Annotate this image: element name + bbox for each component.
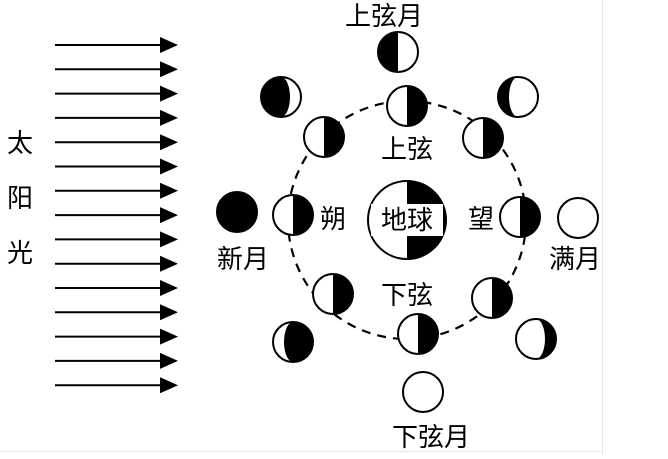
full-moon-appearance-label: 满月	[549, 245, 601, 275]
sun-ray	[55, 231, 178, 248]
sun-char-1: 太	[7, 129, 33, 159]
orbit-moon-1	[386, 85, 428, 127]
waning-crescent-moon-appearance	[272, 321, 314, 363]
appearance-moons	[216, 31, 599, 413]
new-moon-appearance	[216, 191, 258, 233]
new-moon-appearance-label: 新月	[217, 245, 269, 275]
orbit-moons	[272, 85, 541, 355]
orbit-moon-3	[499, 196, 541, 238]
waning-gibbous-moon-appearance	[515, 318, 557, 360]
sun-ray	[55, 377, 178, 394]
full-moon-appearance	[557, 197, 599, 239]
sun-char-2: 阳	[7, 184, 33, 214]
waxing-gibbous-moon-appearance	[497, 76, 539, 118]
waxing-crescent-moon-appearance	[260, 76, 302, 118]
sunlight-rays	[55, 37, 178, 394]
sun-ray	[55, 134, 178, 151]
full-moon-phase-label: 望	[468, 205, 494, 235]
frame-right-edge	[602, 0, 603, 455]
sun-char-3: 光	[7, 239, 33, 269]
orbit-moon-7	[272, 194, 314, 236]
first-quarter-moon-appearance	[377, 31, 419, 73]
sun-ray	[55, 158, 178, 175]
earth-label: 地球	[381, 206, 433, 236]
earth	[367, 180, 447, 260]
sun-ray	[55, 85, 178, 102]
sun-ray	[55, 207, 178, 224]
sun-ray	[55, 352, 178, 369]
last-quarter-appearance-label: 下弦月	[392, 423, 470, 453]
sun-ray	[55, 182, 178, 199]
sun-ray	[55, 304, 178, 321]
sun-ray	[55, 61, 178, 78]
last-quarter-phase-label: 下弦	[381, 281, 433, 311]
sun-ray	[55, 328, 178, 345]
orbit-moon-5	[397, 313, 439, 355]
first-quarter-phase-label: 上弦	[381, 135, 433, 165]
new-moon-phase-label: 朔	[320, 205, 346, 235]
sun-ray	[55, 109, 178, 126]
orbit-moon-6	[312, 273, 354, 315]
frame-bottom-edge	[0, 451, 603, 452]
orbit-moon-2	[462, 117, 504, 159]
sun-ray	[55, 37, 178, 53]
first-quarter-appearance-label: 上弦月	[345, 2, 423, 32]
orbit-moon-4	[471, 277, 513, 319]
sun-ray	[55, 280, 178, 296]
orbit-moon-8	[303, 116, 345, 158]
sun-ray	[55, 255, 178, 272]
last-quarter-moon-appearance	[402, 371, 444, 413]
